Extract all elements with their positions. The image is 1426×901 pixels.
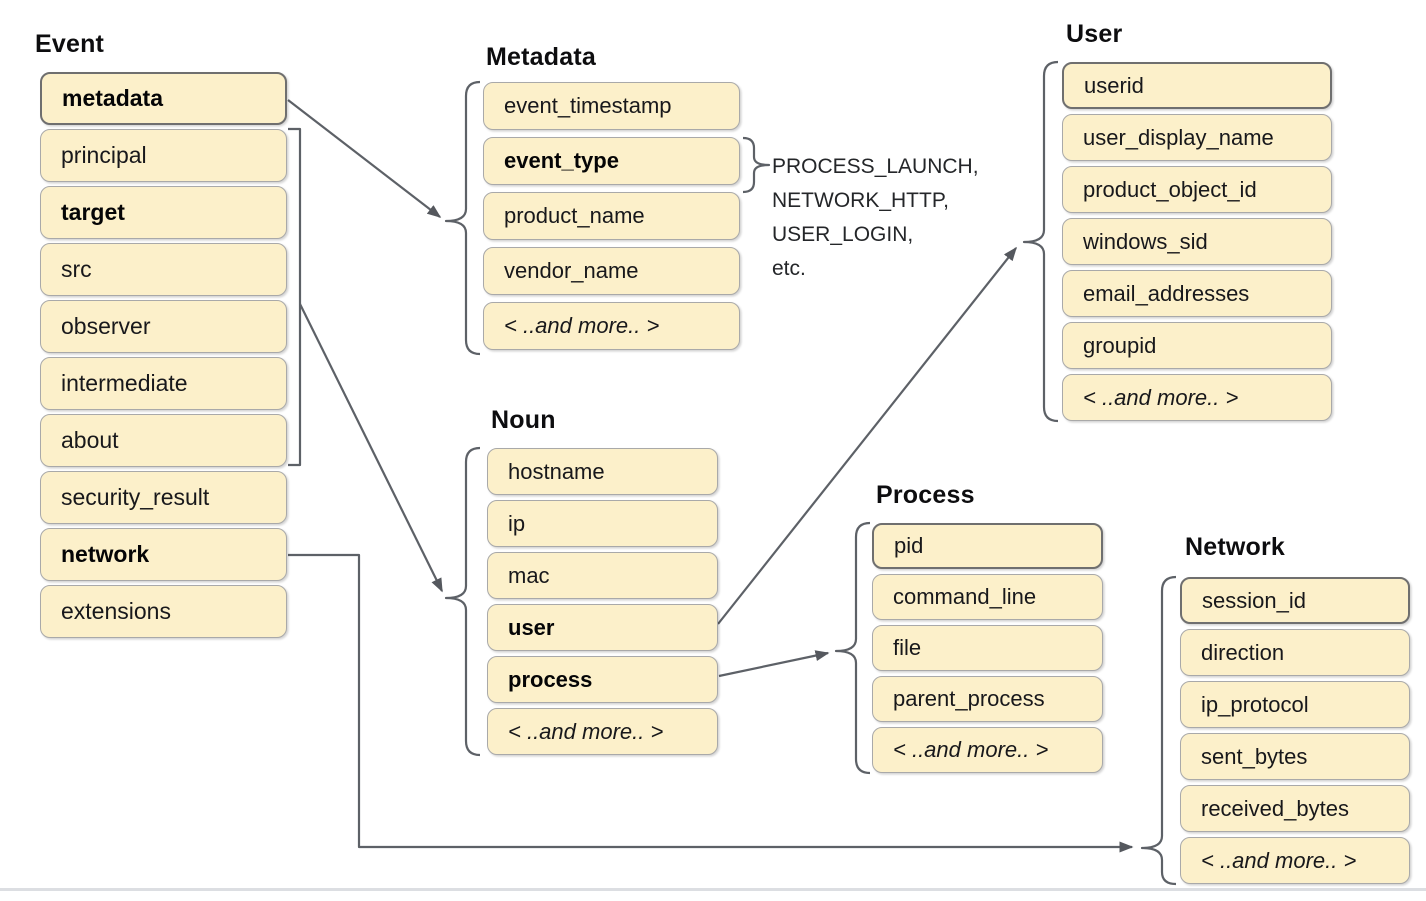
field-email_addresses: email_addresses [1062, 270, 1332, 317]
event-type-value: USER_LOGIN, [772, 223, 914, 246]
brace-network-group [1140, 575, 1177, 886]
arrow-event-nouns-to-noun [299, 303, 443, 593]
group-process-title: Process [876, 481, 975, 509]
field-intermediate: intermediate [40, 357, 287, 410]
field-command_line: command_line [872, 574, 1103, 620]
field-process: process [487, 656, 718, 703]
brace-event-type-values [742, 136, 771, 194]
field-groupid: groupid [1062, 322, 1332, 369]
field-target: target [40, 186, 287, 239]
brace-process-group [834, 521, 871, 775]
group-noun-title: Noun [491, 406, 556, 434]
field-sent_bytes: sent_bytes [1180, 733, 1410, 780]
field-direction: direction [1180, 629, 1410, 676]
field-userid: userid [1062, 62, 1332, 109]
event-type-value: NETWORK_HTTP, [772, 189, 949, 212]
field-parent_process: parent_process [872, 676, 1103, 722]
field-user: user [487, 604, 718, 651]
group-network-title: Network [1185, 533, 1286, 561]
group-user-title: User [1066, 20, 1123, 48]
field-and-more: < ..and more.. > [487, 708, 718, 755]
brace-metadata-group [444, 80, 481, 356]
field-src: src [40, 243, 287, 296]
field-hostname: hostname [487, 448, 718, 495]
field-and-more: < ..and more.. > [483, 302, 740, 350]
field-event_timestamp: event_timestamp [483, 82, 740, 130]
field-and-more: < ..and more.. > [1062, 374, 1332, 421]
field-network: network [40, 528, 287, 581]
field-received_bytes: received_bytes [1180, 785, 1410, 832]
field-session_id: session_id [1180, 577, 1410, 624]
field-principal: principal [40, 129, 287, 182]
group-event-title: Event [35, 30, 105, 58]
field-ip_protocol: ip_protocol [1180, 681, 1410, 728]
field-extensions: extensions [40, 585, 287, 638]
event-type-value: PROCESS_LAUNCH, [772, 155, 979, 178]
field-user_display_name: user_display_name [1062, 114, 1332, 161]
field-pid: pid [872, 523, 1103, 569]
field-metadata: metadata [40, 72, 287, 125]
field-observer: observer [40, 300, 287, 353]
arrow-event-metadata-to-metadata [287, 99, 442, 218]
event-type-values: PROCESS_LAUNCH, NETWORK_HTTP, USER_LOGIN… [772, 150, 979, 286]
field-about: about [40, 414, 287, 467]
field-security_result: security_result [40, 471, 287, 524]
field-file: file [872, 625, 1103, 671]
group-metadata-title: Metadata [486, 43, 596, 71]
field-mac: mac [487, 552, 718, 599]
field-product_name: product_name [483, 192, 740, 240]
field-windows_sid: windows_sid [1062, 218, 1332, 265]
brace-noun-group [444, 446, 481, 757]
page-divider [0, 888, 1426, 891]
bracket-event-nouns [288, 127, 302, 467]
arrow-event-network-to-network [288, 553, 1134, 853]
field-and-more: < ..and more.. > [1180, 837, 1410, 884]
field-event_type: event_type [483, 137, 740, 185]
field-vendor_name: vendor_name [483, 247, 740, 295]
field-and-more: < ..and more.. > [872, 727, 1103, 773]
field-ip: ip [487, 500, 718, 547]
field-product_object_id: product_object_id [1062, 166, 1332, 213]
brace-user-group [1022, 60, 1059, 423]
arrow-noun-user-to-user [717, 246, 1017, 625]
arrow-noun-process-to-process [718, 650, 830, 678]
event-type-value: etc. [772, 257, 806, 280]
